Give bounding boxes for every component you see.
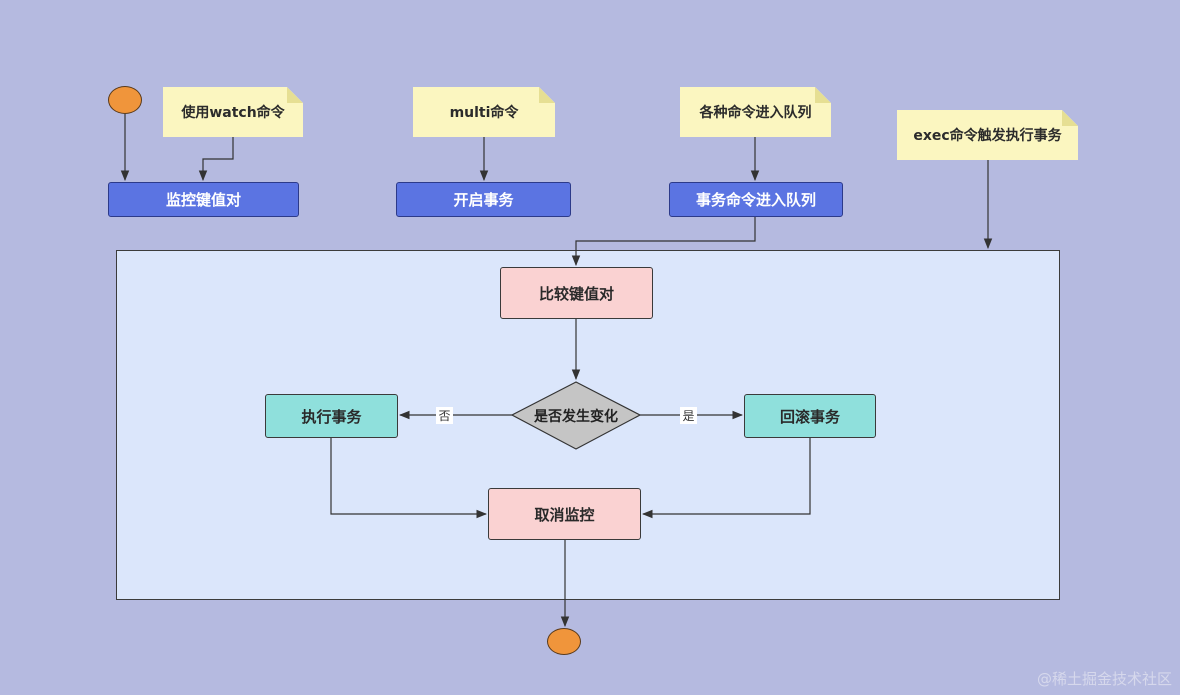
edge-watchnote-monitor bbox=[198, 137, 234, 182]
end-node bbox=[547, 628, 581, 655]
execute-transaction-box: 执行事务 bbox=[265, 394, 398, 438]
note-exec-text: exec命令触发执行事务 bbox=[913, 128, 1062, 144]
decision-diamond bbox=[510, 381, 642, 450]
unwatch-box: 取消监控 bbox=[488, 488, 641, 540]
note-multi: multi命令 bbox=[413, 87, 555, 137]
watermark: @稀土掘金技术社区 bbox=[1036, 670, 1172, 688]
monitor-keys-box: 监控键值对 bbox=[108, 182, 299, 217]
edge-enqueue-compare bbox=[571, 217, 756, 267]
compare-keys-box: 比较键值对 bbox=[500, 267, 653, 319]
note-watch-text: 使用watch命令 bbox=[181, 105, 285, 121]
note-queue-text: 各种命令进入队列 bbox=[699, 105, 812, 121]
note-exec: exec命令触发执行事务 bbox=[897, 110, 1078, 160]
decision-label: 是否发生变化 bbox=[534, 408, 618, 425]
edge-rollback-unwatch bbox=[641, 437, 811, 519]
edge-execute-unwatch bbox=[330, 437, 488, 519]
enqueue-commands-box: 事务命令进入队列 bbox=[669, 182, 843, 217]
note-multi-text: multi命令 bbox=[449, 105, 519, 121]
start-node bbox=[108, 86, 142, 114]
edge-label-yes: 是 bbox=[680, 407, 697, 424]
rollback-transaction-box: 回滚事务 bbox=[744, 394, 876, 438]
note-watch: 使用watch命令 bbox=[163, 87, 303, 137]
edge-label-no: 否 bbox=[436, 407, 453, 424]
start-transaction-box: 开启事务 bbox=[396, 182, 571, 217]
note-queue: 各种命令进入队列 bbox=[680, 87, 831, 137]
